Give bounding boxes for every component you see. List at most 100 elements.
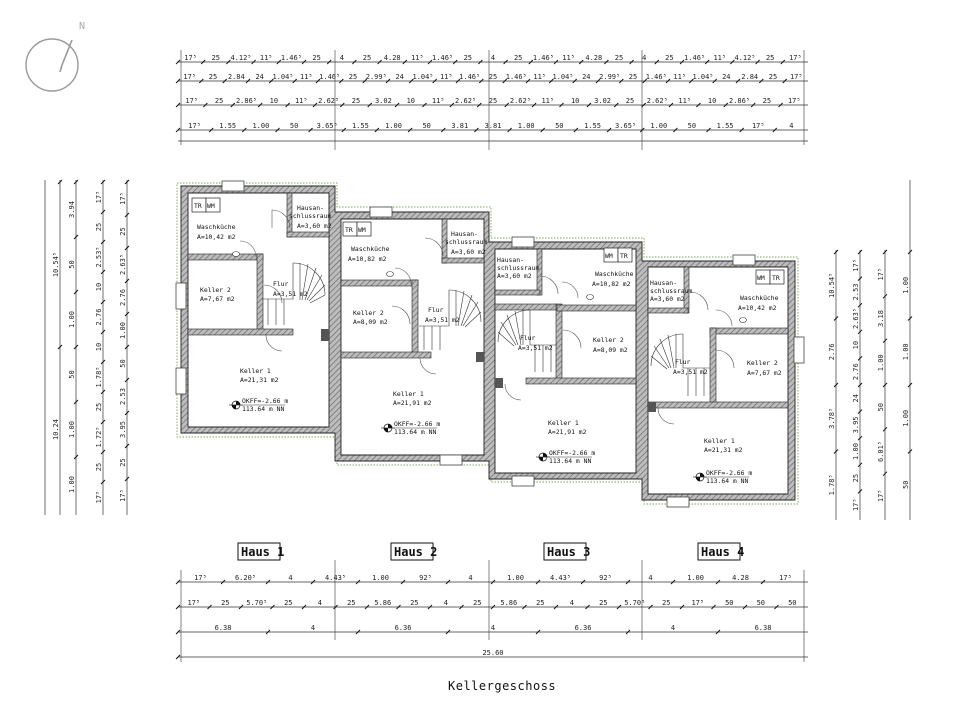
dimension-label: 25 <box>119 458 127 466</box>
dimension-tick <box>758 78 764 84</box>
dimension-tick <box>730 59 735 65</box>
dimension-label: 17⁵ <box>852 498 860 511</box>
dimension-label: 1.46⁵ <box>459 73 480 81</box>
dimension-tick <box>326 59 332 65</box>
dimension-tick <box>301 59 307 65</box>
dimension-tick <box>73 234 79 240</box>
dimension-label: 50 <box>757 599 765 607</box>
appliance-label: TR <box>345 226 353 234</box>
dimension-label: 2.76 <box>119 289 127 306</box>
dimension-tick <box>124 377 130 383</box>
dimension-tick <box>857 276 863 281</box>
appliance-label: WM <box>757 274 765 282</box>
room-area: A=10,82 m2 <box>592 280 631 288</box>
compass-needle-icon <box>61 39 73 66</box>
room-area: A=10,42 m2 <box>197 233 236 241</box>
dimension-label: 10 <box>571 97 579 105</box>
dimension-tick <box>857 435 863 441</box>
dimension-tick <box>833 449 839 454</box>
dimension-label: 24 <box>255 73 263 81</box>
door-icon <box>689 291 709 311</box>
dimension-tick <box>553 59 559 65</box>
door-icon <box>265 334 283 352</box>
dimension-tick <box>222 78 228 84</box>
room-area: A=21,31 m2 <box>704 446 743 454</box>
dimension-label: 1.00 <box>507 574 524 582</box>
room-name: schlussraum <box>445 238 487 246</box>
room-name: Keller 1 <box>548 419 579 427</box>
dimension-label: 2.76 <box>828 343 836 360</box>
dimension-tick <box>490 604 496 610</box>
dimension-label: 2.63⁵ <box>852 308 860 329</box>
dimension-tick <box>230 102 236 108</box>
dimension-label: 3.78⁵ <box>828 408 836 429</box>
window-icon <box>511 475 535 487</box>
dimension-tick <box>668 102 674 108</box>
dimension-tick <box>238 604 244 610</box>
room-area: A=8,09 m2 <box>353 318 388 326</box>
dimension-tick <box>857 302 863 308</box>
dimension-label: 17⁵ <box>877 489 885 502</box>
dimension-label: 50 <box>877 403 885 411</box>
dimension-tick <box>654 59 660 65</box>
dimension-label: 3.02 <box>594 97 611 105</box>
dimension-label: 11⁵ <box>562 54 575 62</box>
dimension-tick <box>535 629 541 635</box>
dimension-tick <box>407 127 413 133</box>
dimension-tick <box>73 399 79 405</box>
dimension-label: 25 <box>489 73 497 81</box>
dimension-label: 25 <box>215 97 223 105</box>
dimension-tick <box>364 604 370 610</box>
window-icon <box>511 236 535 248</box>
level-markers: OKFF=-2.66 m 113.64 m NN OKFF=-2.66 m 11… <box>229 397 752 485</box>
dimension-label: 17⁵ <box>789 54 802 62</box>
dimension-tick <box>100 419 106 425</box>
windows <box>175 180 805 508</box>
dimension-tick <box>778 102 783 108</box>
dimension-label: 17⁵ <box>788 97 801 105</box>
dimension-tick <box>124 212 130 218</box>
dimension-tick <box>402 59 408 65</box>
dimension-tick <box>241 127 247 133</box>
dimension-tick <box>220 579 226 585</box>
dimension-label: 2.62⁵ <box>510 97 531 105</box>
dimension-label: 1.46⁵ <box>432 54 453 62</box>
dimension-label: 4.28 <box>384 54 401 62</box>
window-icon <box>175 282 187 310</box>
dimension-label: 24 <box>722 73 730 81</box>
dimension-label: 50 <box>68 260 76 268</box>
appliance-label: WM <box>207 202 215 210</box>
walls <box>180 185 796 501</box>
appliance-label: WM <box>358 226 366 234</box>
dimension-tick <box>73 289 79 295</box>
dimension-tick <box>207 604 212 610</box>
dimension-label: 17⁵ <box>779 574 792 582</box>
dimension-tick <box>175 127 181 133</box>
dimension-label: 1.46⁵ <box>506 73 527 81</box>
dimension-tick <box>595 78 601 84</box>
room-name: schlussraum <box>497 264 539 272</box>
dimension-tick <box>198 78 204 84</box>
dimension-label: 25 <box>410 599 418 607</box>
dimension-label: 50 <box>119 359 127 367</box>
dimension-chain-top <box>175 50 808 150</box>
dimension-label: 17⁵ <box>691 599 704 607</box>
dimension-tick <box>573 127 579 133</box>
dimension-label: 2.76 <box>852 363 860 380</box>
dimension-label: 25 <box>347 599 355 607</box>
dimension-tick <box>907 449 913 454</box>
dimension-label: 5.86 <box>374 599 391 607</box>
dimension-tick <box>490 579 496 585</box>
dimension-label: 4 <box>491 54 495 62</box>
dimension-label: 2.62⁵ <box>318 97 339 105</box>
dimension-tick <box>339 102 345 108</box>
dimension-tick <box>673 127 678 133</box>
dimension-tick <box>782 78 788 84</box>
stair-icon <box>419 289 482 350</box>
dimension-tick <box>478 78 484 84</box>
dimension-label: 4 <box>671 624 675 632</box>
level-okff: OKFF=-2.66 m <box>394 420 440 428</box>
dimension-label: 6.20⁵ <box>235 574 256 582</box>
dimension-label: 4 <box>789 122 793 130</box>
dimension-label: 25.60 <box>482 649 503 657</box>
